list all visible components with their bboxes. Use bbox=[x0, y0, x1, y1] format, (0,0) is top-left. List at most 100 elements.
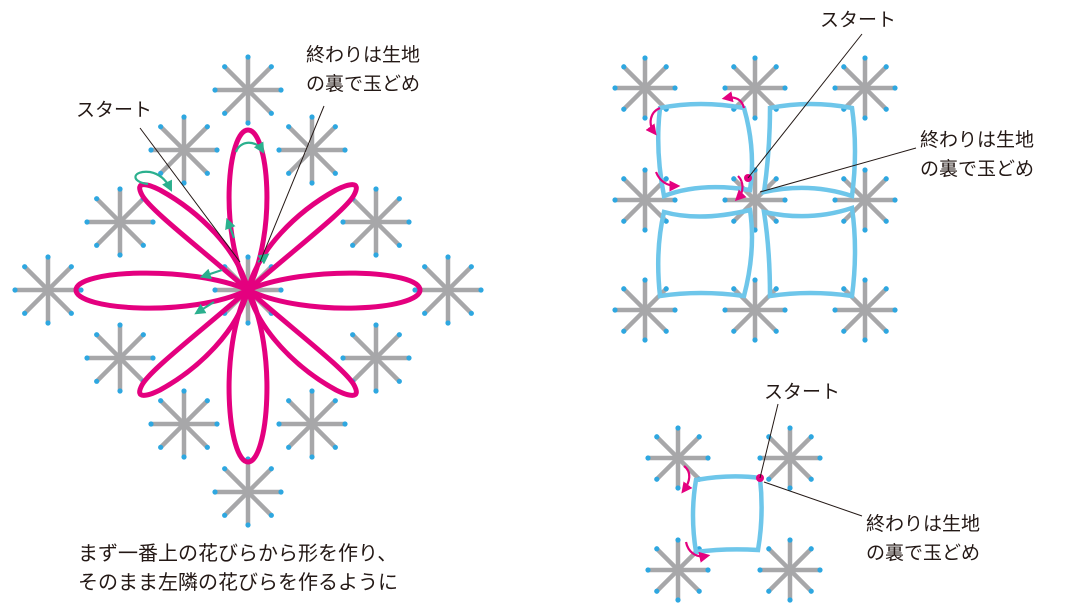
star-stitch bbox=[722, 277, 788, 343]
stitch-dot bbox=[841, 286, 847, 292]
stitch-dot bbox=[181, 114, 187, 120]
stitch-dot bbox=[204, 398, 210, 404]
star-stitch bbox=[832, 167, 898, 233]
start-label-right-top: スタート bbox=[820, 9, 896, 31]
stitch-dot bbox=[276, 147, 282, 153]
stitch-dot bbox=[94, 196, 100, 202]
stitch-dot bbox=[309, 454, 315, 460]
stitch-dot bbox=[406, 355, 412, 361]
end-leader-line-rb bbox=[763, 481, 863, 517]
stitch-dot bbox=[731, 64, 737, 70]
stitch-dot bbox=[672, 307, 678, 313]
stitch-dot bbox=[642, 277, 648, 283]
stitch-dot bbox=[773, 218, 779, 224]
stitch-dot bbox=[883, 176, 889, 182]
stitch-dot bbox=[722, 197, 728, 203]
arrow-rb-1 bbox=[681, 465, 693, 494]
arrow-rt-2 bbox=[721, 91, 746, 109]
stitch-dot bbox=[278, 87, 284, 93]
stitch-dot bbox=[245, 254, 251, 260]
stitch-dot bbox=[94, 242, 100, 248]
stitch-dot bbox=[757, 567, 763, 573]
stitch-dot bbox=[245, 120, 251, 126]
leader-lines-right-bottom bbox=[759, 403, 863, 517]
square-top-left bbox=[655, 101, 755, 200]
stitch-dot bbox=[675, 425, 681, 431]
stitch-dot bbox=[862, 167, 868, 173]
star-stitch-line bbox=[159, 399, 209, 449]
star-stitch-line bbox=[655, 547, 701, 593]
stitch-dot bbox=[212, 287, 218, 293]
start-leader-line-rb bbox=[759, 403, 779, 479]
stitch-dot bbox=[752, 55, 758, 61]
stitch-dot bbox=[757, 455, 763, 461]
stitch-dot bbox=[445, 320, 451, 326]
stitch-dot bbox=[214, 421, 220, 427]
stitch-dot bbox=[654, 588, 660, 594]
stitch-dot bbox=[340, 355, 346, 361]
stitch-dot bbox=[212, 87, 218, 93]
stitch-dot bbox=[478, 287, 484, 293]
star-stitch-line bbox=[842, 65, 888, 111]
square-bottom-right bbox=[761, 205, 858, 299]
leader-lines-left bbox=[139, 105, 325, 263]
stitch-dot bbox=[892, 197, 898, 203]
stitch-dot bbox=[675, 597, 681, 603]
stitch-dot bbox=[722, 85, 728, 91]
end-leader-line-rt bbox=[759, 147, 917, 193]
stitch-dot bbox=[245, 54, 251, 60]
petal-stitches bbox=[73, 127, 423, 465]
start-label-right-bottom: スタート bbox=[764, 381, 840, 403]
stitch-dot bbox=[672, 197, 678, 203]
stitch-dot bbox=[696, 434, 702, 440]
stitch-dot bbox=[396, 196, 402, 202]
stitch-dot bbox=[766, 546, 772, 552]
stitch-dot bbox=[148, 421, 154, 427]
stitch-dot bbox=[309, 114, 315, 120]
stitch-dot bbox=[612, 307, 618, 313]
star-stitch-line bbox=[622, 65, 668, 111]
stitch-dot bbox=[278, 489, 284, 495]
stitch-dot bbox=[808, 476, 814, 482]
stitch-dot bbox=[268, 64, 274, 70]
single-square-stitch bbox=[690, 474, 764, 555]
stitch-dot bbox=[373, 186, 379, 192]
stitch-dot bbox=[621, 106, 627, 112]
stitch-dot bbox=[782, 197, 788, 203]
end-label-rb-line2: の裏で玉どめ bbox=[866, 542, 980, 564]
star-stitch bbox=[612, 167, 678, 233]
end-label-left-line1: 終わりは生地 bbox=[306, 44, 420, 66]
star-stitch bbox=[212, 54, 284, 126]
star-stitch bbox=[722, 167, 788, 233]
stitch-dot bbox=[883, 106, 889, 112]
stitch-dot bbox=[642, 115, 648, 121]
stitch-dot bbox=[222, 110, 228, 116]
stitch-dot bbox=[422, 264, 428, 270]
star-stitch bbox=[722, 55, 788, 121]
stitch-dot bbox=[808, 434, 814, 440]
arrow-rt-4 bbox=[734, 175, 747, 202]
stitch-dot bbox=[286, 124, 292, 130]
stitch-dot bbox=[204, 170, 210, 176]
stitch-dot bbox=[808, 588, 814, 594]
petal-left bbox=[73, 270, 255, 311]
stitch-dot bbox=[140, 332, 146, 338]
stitch-dot bbox=[340, 219, 346, 225]
arrow-inner-4 bbox=[257, 253, 270, 265]
stitch-dot bbox=[654, 476, 660, 482]
start-leader-line-rt bbox=[747, 33, 863, 179]
stitch-dot bbox=[212, 489, 218, 495]
star-stitch-line bbox=[351, 197, 401, 247]
arrow-inner-1 bbox=[225, 217, 236, 239]
arrow-rb-2 bbox=[684, 541, 711, 563]
stitch-dot bbox=[892, 85, 898, 91]
stitch-dot bbox=[158, 444, 164, 450]
stitch-dot bbox=[117, 322, 123, 328]
stitch-dot bbox=[214, 147, 220, 153]
star-stitch-line bbox=[767, 547, 813, 593]
star-stitch bbox=[412, 254, 484, 326]
stitch-dot bbox=[817, 455, 823, 461]
stitch-dot bbox=[832, 85, 838, 91]
left-flower-diagram: スタート 終わりは生地 の裏で玉どめ まず一番上の花びらから形を作り、 そのまま… bbox=[12, 44, 484, 594]
stitch-dot bbox=[654, 434, 660, 440]
